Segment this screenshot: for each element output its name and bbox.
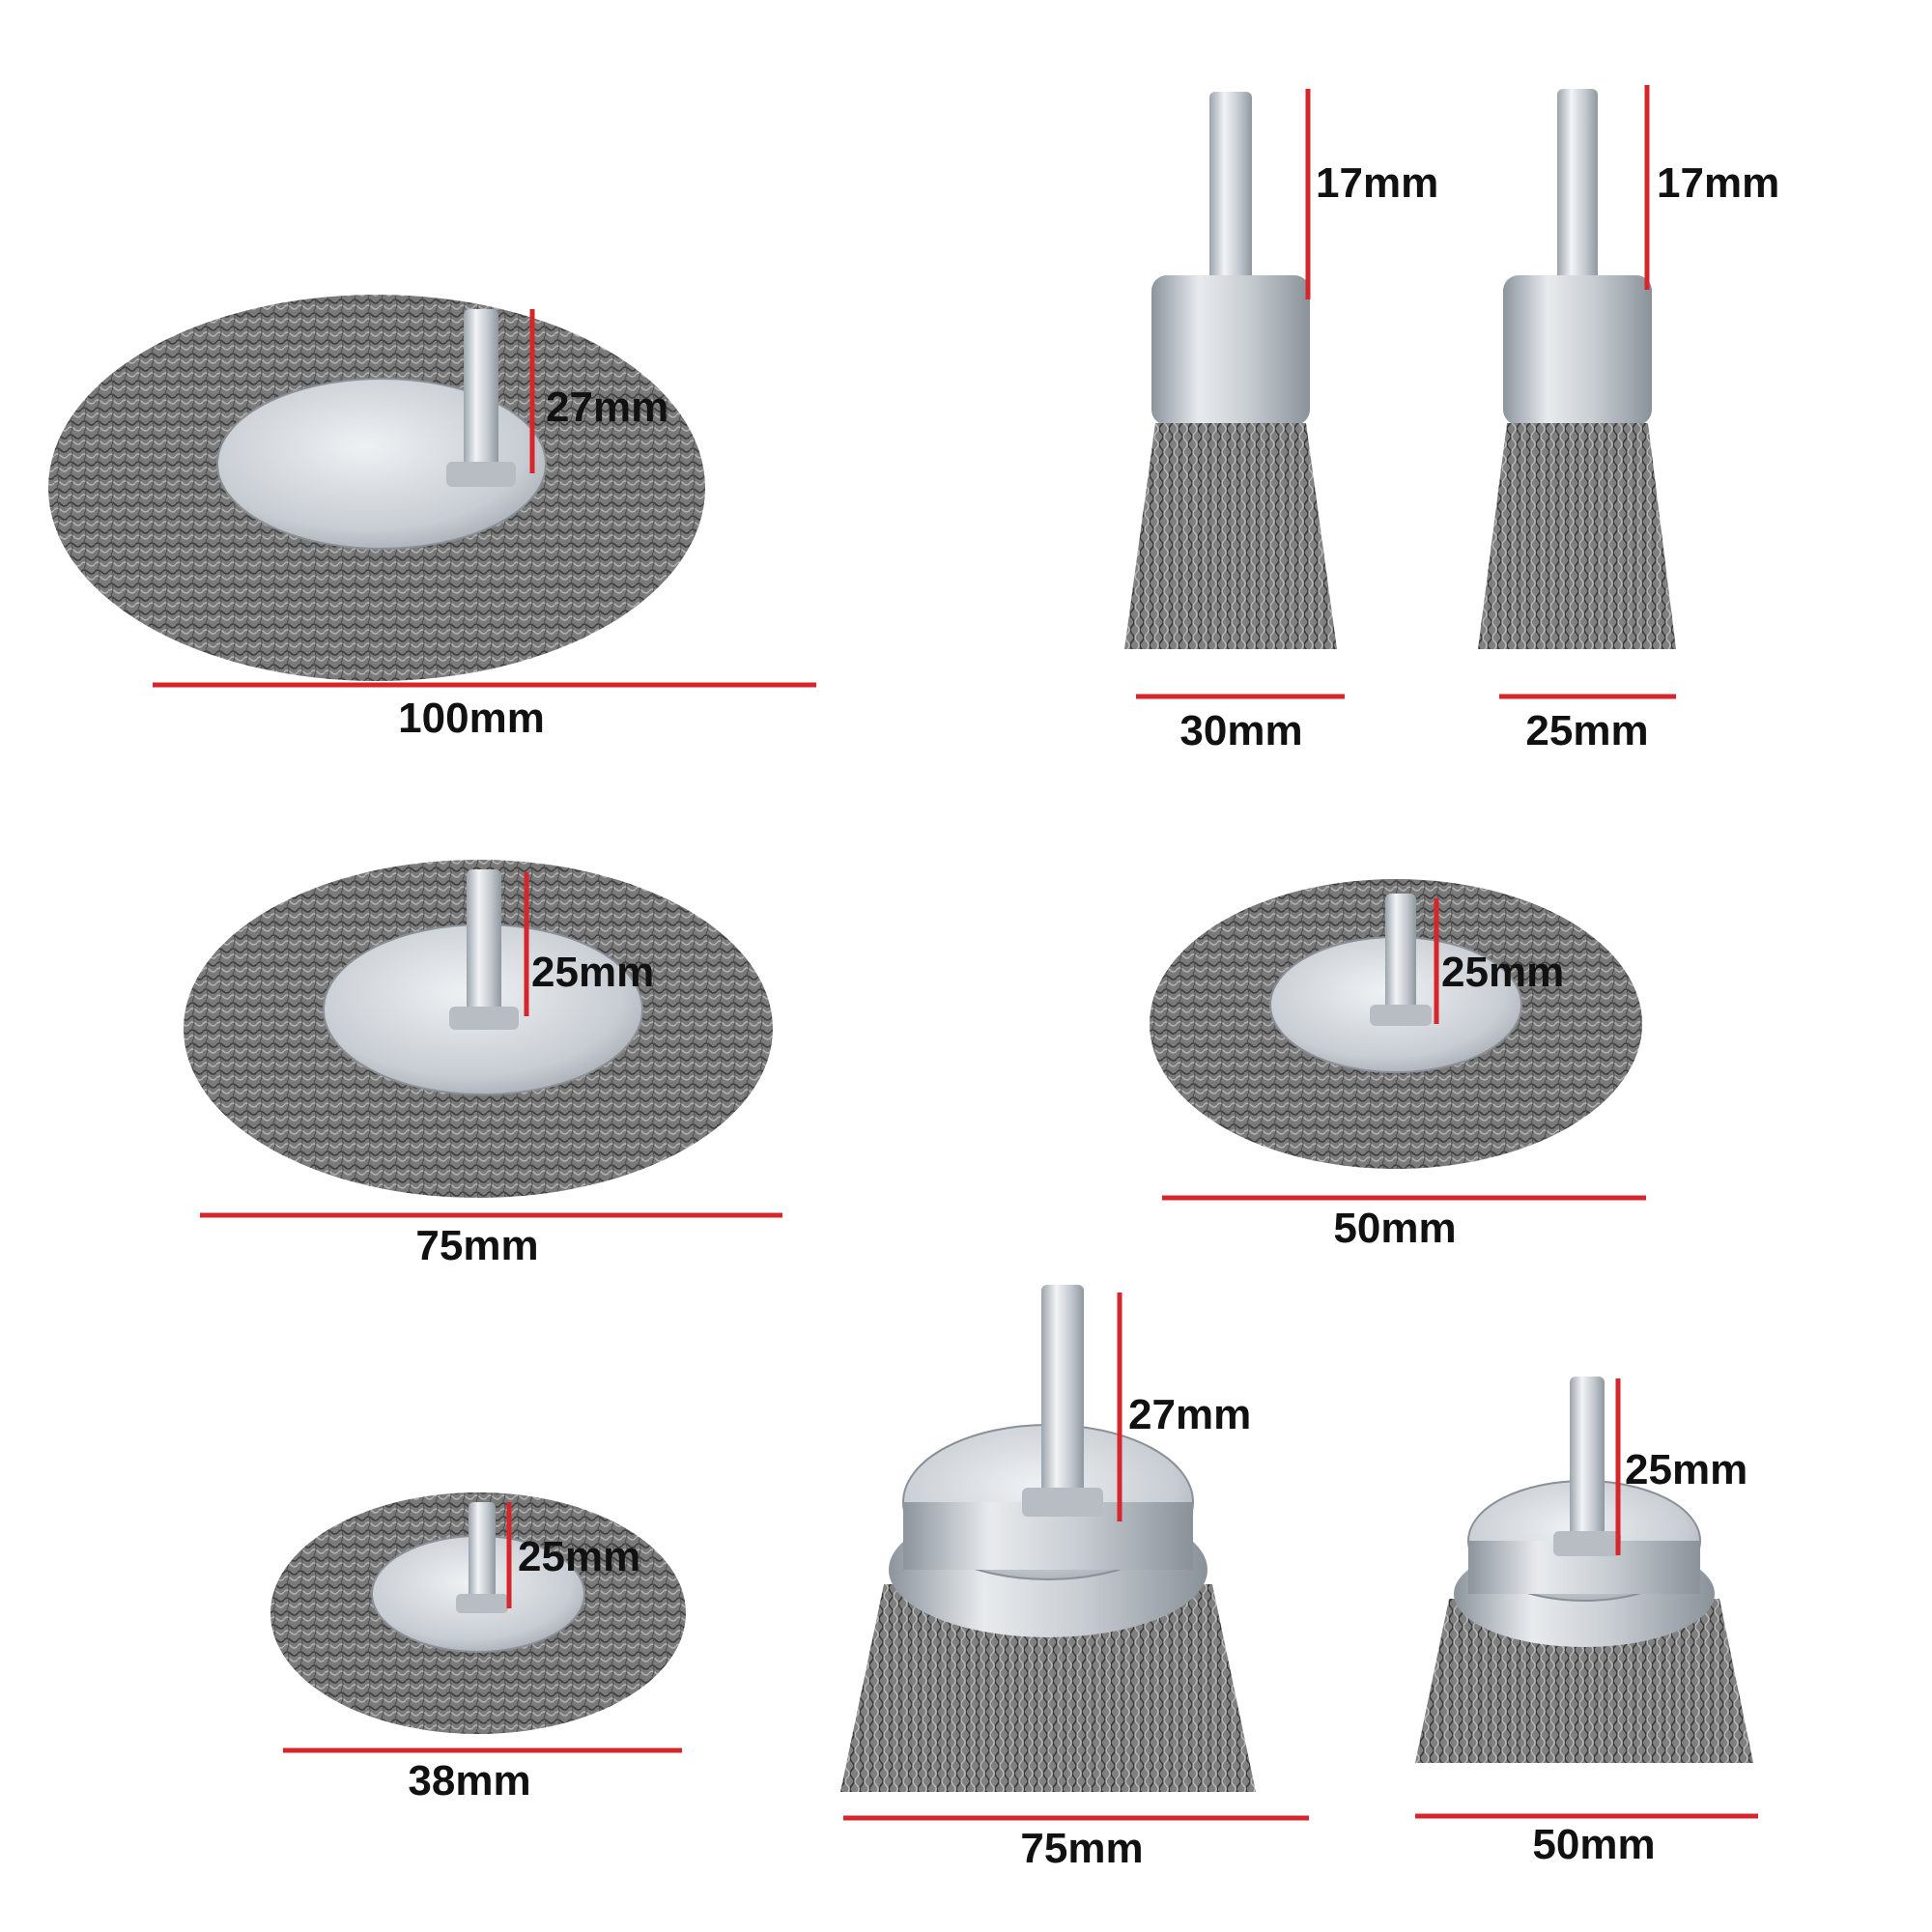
hex-shank xyxy=(1557,89,1598,292)
dimension-lines xyxy=(153,85,1758,1821)
width-label: 38mm xyxy=(408,1757,531,1804)
shank-label: 27mm xyxy=(546,384,669,431)
shank-collar xyxy=(456,1594,508,1613)
wire-bristles xyxy=(1478,423,1676,649)
shank-label: 25mm xyxy=(1441,949,1565,996)
width-label: 50mm xyxy=(1333,1205,1457,1252)
width-label: 75mm xyxy=(1020,1825,1144,1872)
metal-ferrule xyxy=(1503,275,1652,425)
shank-collar xyxy=(446,462,516,487)
wheel-brush-75mm xyxy=(184,860,773,1198)
hex-shank xyxy=(467,869,501,1024)
width-label: 30mm xyxy=(1179,707,1303,754)
width-label: 25mm xyxy=(1525,707,1649,754)
cup-brush-75mm xyxy=(840,1285,1256,1792)
width-label: 100mm xyxy=(398,695,545,742)
shank-collar xyxy=(1370,1005,1432,1026)
wire-bristles xyxy=(1124,423,1337,649)
end-brush-25mm xyxy=(1478,89,1676,649)
end-brush-30mm xyxy=(1124,92,1337,649)
hex-shank xyxy=(469,1502,496,1608)
shank-label: 17mm xyxy=(1316,159,1439,207)
shank-collar xyxy=(1022,1488,1103,1517)
wire-bristles xyxy=(840,1584,1256,1792)
width-label: 75mm xyxy=(415,1222,539,1269)
wire-bristles xyxy=(1415,1599,1753,1763)
shank-label: 25mm xyxy=(531,949,655,996)
hex-shank xyxy=(464,309,498,478)
hex-shank xyxy=(1041,1285,1084,1507)
wheel-brush-38mm xyxy=(270,1492,686,1734)
shank-collar xyxy=(449,1007,519,1030)
cup-brush-50mm xyxy=(1415,1377,1753,1763)
metal-ferrule xyxy=(1151,275,1310,425)
hex-shank xyxy=(1209,92,1252,295)
hex-shank xyxy=(1385,894,1416,1019)
shank-label: 25mm xyxy=(1625,1446,1748,1493)
shank-label: 25mm xyxy=(518,1533,641,1580)
shank-label: 27mm xyxy=(1128,1391,1252,1438)
shank-label: 17mm xyxy=(1657,159,1780,207)
shank-collar xyxy=(1553,1531,1621,1556)
wheel-brush-50mm xyxy=(1150,879,1642,1169)
width-label: 50mm xyxy=(1532,1821,1656,1868)
hex-shank xyxy=(1570,1377,1605,1546)
wheel-brush-100mm xyxy=(48,295,705,681)
